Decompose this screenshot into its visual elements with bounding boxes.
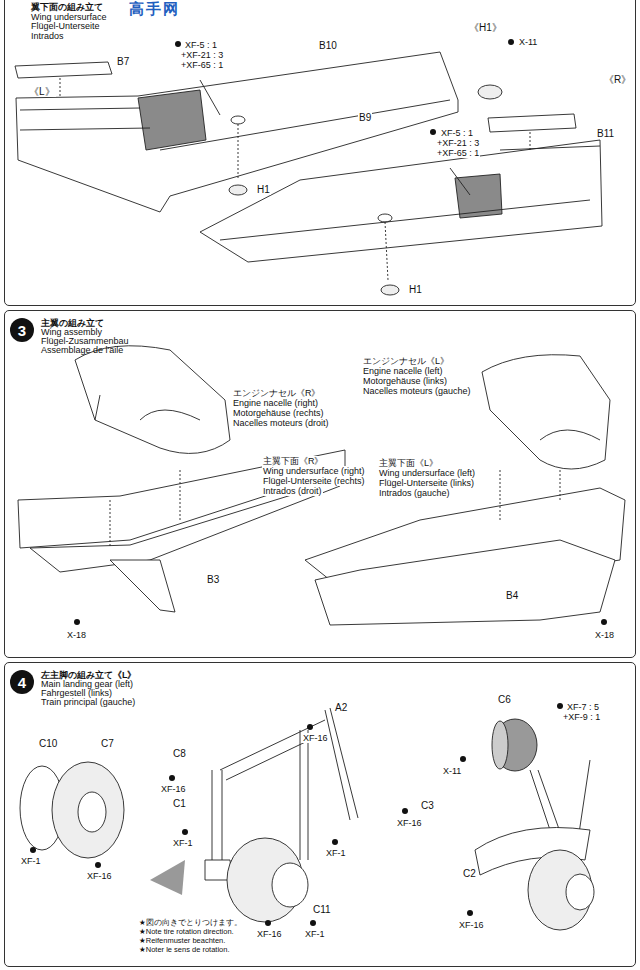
- step-panel: 左主脚の組み立て《L》Main landing gear (left)Fahrg…: [4, 662, 636, 967]
- callout-text: Nacelles moteurs (droit): [232, 418, 330, 428]
- part-number: B9: [358, 112, 372, 123]
- step-number-text: 4: [18, 674, 26, 691]
- note-text: ★Note tire rotation direction.: [138, 927, 235, 936]
- watermark: 高手网: [128, 0, 181, 18]
- callout-text: 主翼下面《R》: [262, 456, 325, 466]
- callout-text: Nacelles moteurs (gauche): [362, 386, 472, 396]
- part-number: C8: [172, 748, 187, 759]
- step-heading-translation: Intrados: [31, 31, 64, 41]
- callout-text: +XF-65 : 1: [180, 60, 224, 70]
- part-number: B4: [505, 590, 519, 601]
- part-number: A2: [334, 702, 348, 713]
- note-text: ★Noter le sens de rotation.: [138, 945, 231, 954]
- callout-text: エンジンナセル《L》: [362, 356, 450, 366]
- callout-text: X-18: [594, 630, 615, 640]
- step-number: 3: [10, 318, 34, 342]
- note-text: ★図の向きでとりつけます。: [138, 918, 243, 927]
- part-number: C10: [38, 738, 58, 749]
- part-number: C7: [100, 738, 115, 749]
- step-heading-translation: Wing undersurface: [31, 12, 107, 22]
- callout-text: Engine nacelle (right): [232, 398, 319, 408]
- callout-text: Flügel-Unterseite (links): [378, 478, 475, 488]
- step-heading: 主翼の組み立て: [41, 318, 104, 328]
- callout-text: X-11: [442, 766, 462, 776]
- callout-text: Intrados (gauche): [378, 488, 451, 498]
- callout-text: +XF-21 : 3: [180, 50, 224, 60]
- callout-text: +XF-9 : 1: [562, 712, 601, 722]
- part-number: C6: [497, 694, 512, 705]
- callout-text: Intrados (droit): [262, 486, 323, 496]
- part-number: H1: [256, 184, 271, 195]
- step-heading-translation: Main landing gear (left): [41, 679, 133, 689]
- step-heading-translation: Wing assembly: [41, 327, 102, 337]
- step-number-text: 3: [18, 322, 26, 339]
- step-heading-translation: Train principal (gauche): [41, 697, 135, 707]
- part-number: B10: [318, 40, 338, 51]
- step-number: 4: [10, 670, 34, 694]
- callout-text: X-18: [66, 630, 87, 640]
- step-heading: 翼下面の組み立て: [31, 2, 103, 12]
- callout-text: XF-16: [256, 929, 283, 939]
- callout-text: Motorgehäuse (rechts): [232, 408, 325, 418]
- note-text: ★Reifenmuster beachten.: [138, 936, 226, 945]
- callout-text: XF-16: [458, 920, 485, 930]
- callout-text: Flügel-Unterseite (rechts): [262, 476, 366, 486]
- part-number: C3: [420, 800, 435, 811]
- callout-text: +XF-65 : 1: [436, 148, 480, 158]
- part-number: H1: [408, 284, 423, 295]
- callout-text: +XF-21 : 3: [436, 138, 480, 148]
- callout-text: XF-1: [172, 838, 194, 848]
- callout-text: XF-1: [20, 856, 42, 866]
- callout-text: XF-16: [396, 818, 423, 828]
- callout-text: XF-16: [86, 871, 113, 881]
- callout-text: XF-5 : 1: [440, 128, 474, 138]
- part-number: 《R》: [603, 74, 632, 85]
- step-heading-translation: Flügel-Zusammenbau: [41, 336, 129, 346]
- callout-text: Wing undersurface (left): [378, 468, 476, 478]
- callout-text: 主翼下面《L》: [378, 458, 439, 468]
- callout-text: XF-7 : 5: [566, 702, 600, 712]
- part-number: B11: [596, 128, 615, 139]
- part-number: C2: [462, 868, 477, 879]
- step-heading-translation: Flügel-Unterseite: [31, 21, 100, 31]
- callout-text: Engine nacelle (left): [362, 366, 444, 376]
- step-heading-translation: Assemblage de l'aile: [41, 345, 123, 355]
- callout-text: X-11: [518, 37, 538, 47]
- callout-text: XF-16: [160, 784, 187, 794]
- callout-text: XF-1: [325, 848, 347, 858]
- callout-text: Wing undersurface (right): [262, 466, 366, 476]
- step-heading-translation: Fahrgestell (links): [41, 688, 112, 698]
- part-number: 《H1》: [468, 22, 503, 33]
- step-heading: 左主脚の組み立て《L》: [41, 670, 137, 680]
- part-number: C11: [312, 904, 332, 915]
- callout-text: Motorgehäuse (links): [362, 376, 448, 386]
- callout-text: エンジンナセル《R》: [232, 388, 322, 398]
- part-number: B3: [206, 574, 220, 585]
- callout-text: XF-5 : 1: [184, 40, 218, 50]
- part-number: 《L》: [28, 86, 56, 97]
- callout-text: XF-16: [302, 733, 329, 743]
- part-number: B7: [116, 56, 130, 67]
- callout-text: XF-1: [304, 929, 326, 939]
- part-number: C1: [172, 798, 187, 809]
